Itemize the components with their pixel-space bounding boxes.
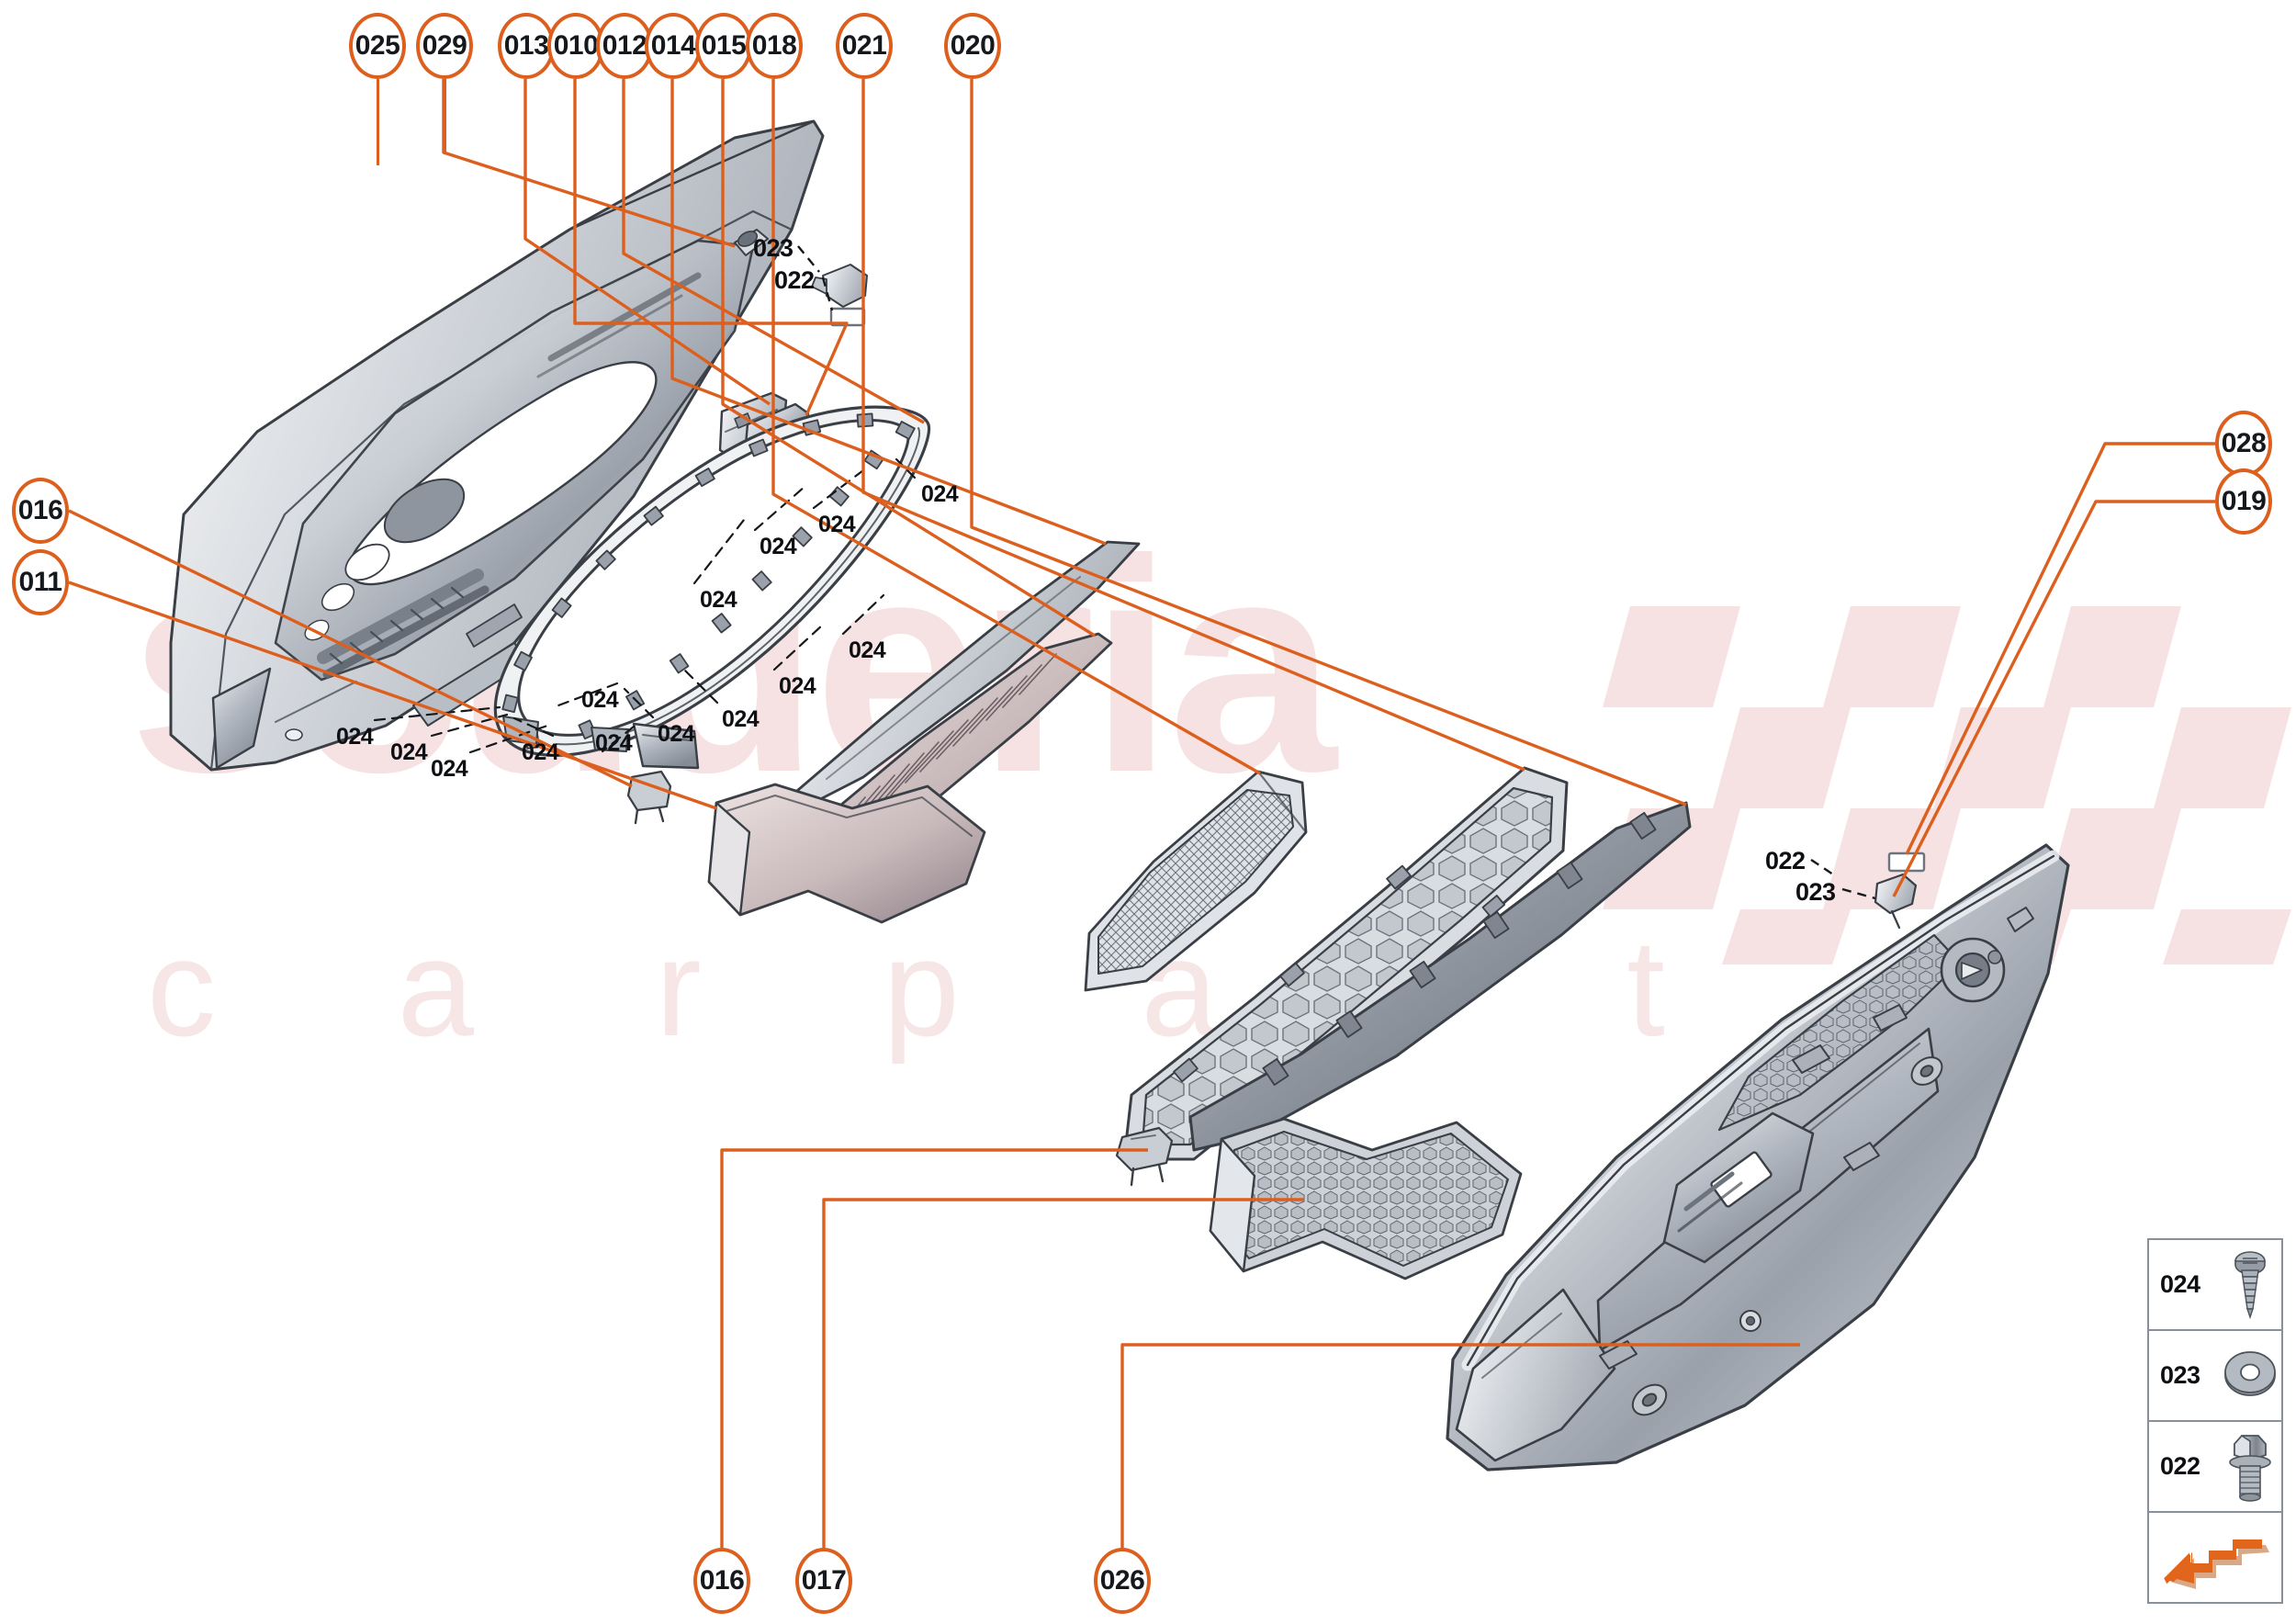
callout-010[interactable]: 010	[547, 13, 604, 79]
callout-025[interactable]: 025	[349, 13, 406, 79]
legend-code-023: 023	[2160, 1361, 2200, 1389]
label-024-12: 024	[390, 739, 428, 765]
legend-row-023: 023	[2149, 1331, 2281, 1422]
label-024-14: 024	[431, 756, 468, 782]
label-024-04: 024	[700, 587, 737, 613]
legend-row-024: 024	[2149, 1240, 2281, 1331]
label-023-top: 023	[753, 234, 793, 262]
callout-019-right[interactable]: 019	[2215, 468, 2272, 535]
label-022-top: 022	[774, 266, 815, 294]
direction-arrow-icon	[2149, 1525, 2281, 1593]
label-024-09: 024	[658, 721, 695, 747]
label-024-02: 024	[818, 512, 856, 537]
fastener-legend: 024 023	[2147, 1238, 2283, 1604]
label-024-07: 024	[581, 687, 619, 713]
legend-code-022: 022	[2160, 1452, 2200, 1480]
leader-029a	[444, 79, 446, 154]
label-024-08: 024	[722, 706, 760, 732]
callout-014[interactable]: 014	[645, 13, 702, 79]
self-tapping-screw-icon	[2219, 1249, 2281, 1321]
label-023-right: 023	[1795, 878, 1836, 906]
label-022-right: 022	[1765, 847, 1806, 874]
legend-row-direction-arrow	[2149, 1513, 2281, 1604]
label-024-03: 024	[760, 534, 797, 559]
callout-029[interactable]: 029	[416, 13, 473, 79]
callout-013[interactable]: 013	[498, 13, 555, 79]
leader-025	[377, 79, 379, 165]
callout-015[interactable]: 015	[695, 13, 752, 79]
callout-020[interactable]: 020	[944, 13, 1001, 79]
part-018-mesh-grille	[1084, 770, 1308, 992]
callout-011-left[interactable]: 011	[12, 549, 69, 615]
part-011-pillar-trim	[707, 783, 986, 924]
callout-016-bottom[interactable]: 016	[693, 1548, 750, 1614]
legend-row-022: 022	[2149, 1422, 2281, 1513]
callout-018[interactable]: 018	[746, 13, 803, 79]
label-024-13: 024	[336, 724, 374, 750]
callout-021[interactable]: 021	[836, 13, 893, 79]
label-024-11: 024	[522, 739, 559, 765]
part-021-honeycomb-panel	[1122, 766, 1569, 1161]
legend-code-024: 024	[2160, 1270, 2200, 1298]
callout-026-bottom[interactable]: 026	[1094, 1548, 1151, 1614]
flat-washer-icon	[2219, 1349, 2281, 1403]
callout-016-left[interactable]: 016	[12, 478, 69, 544]
label-024-10: 024	[595, 730, 633, 756]
hex-flange-bolt-icon	[2219, 1429, 2281, 1505]
callout-028-right[interactable]: 028	[2215, 411, 2272, 477]
callout-017-bottom[interactable]: 017	[795, 1548, 852, 1614]
label-024-05: 024	[849, 637, 886, 663]
label-024-01: 024	[921, 481, 959, 507]
label-024-06: 024	[779, 673, 816, 699]
leader-029-joint	[444, 152, 445, 154]
